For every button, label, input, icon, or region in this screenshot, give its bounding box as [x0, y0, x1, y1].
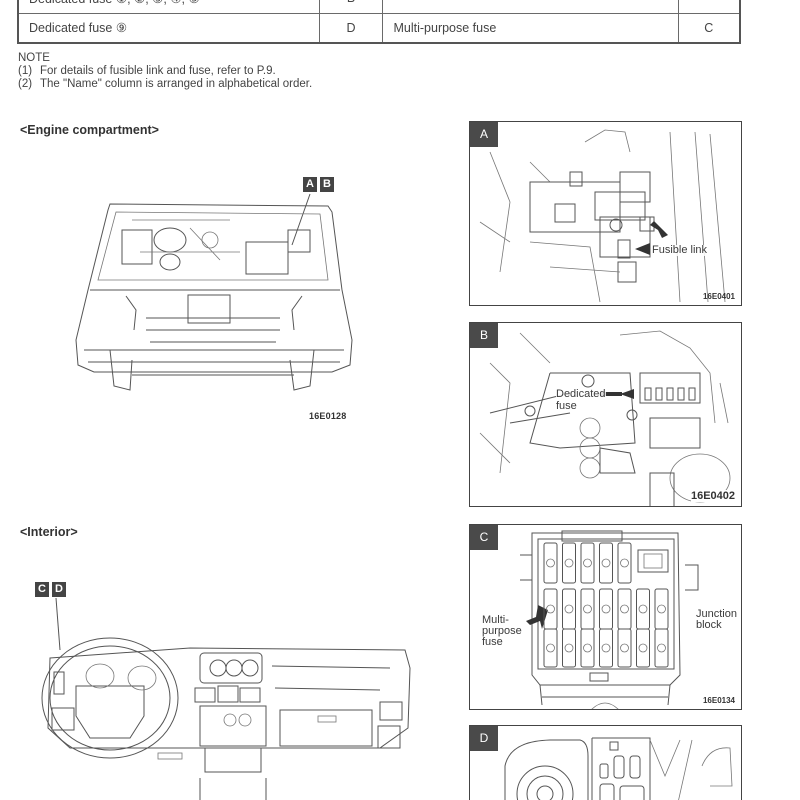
dedicated-fuse-label-line2: fuse [556, 400, 577, 412]
interior-dashboard-illustration [41, 598, 411, 800]
figure-code: 16E0401 [702, 292, 735, 301]
panel-tag: C [470, 525, 498, 550]
fuse-slot [599, 628, 613, 668]
fuse-slot [543, 542, 558, 584]
fuse-slot [562, 542, 576, 584]
multi-purpose-fuse-label-3: fuse [482, 636, 503, 648]
figure-code: 16E0402 [690, 490, 735, 502]
fuse-slot [617, 628, 632, 668]
fuse-number-marker [583, 643, 592, 653]
note-number: (1) [18, 65, 33, 77]
panel-tag: D [470, 726, 498, 751]
table-cell-name: Dedicated fuse ⑨ [17, 12, 320, 44]
fuse-number-marker [583, 604, 592, 614]
fuse-number-marker [657, 604, 666, 614]
note-item: (2) The "Name" column is arranged in alp… [18, 78, 312, 91]
fuse-slot [636, 588, 650, 630]
notes-block: NOTE (1) For details of fusible link and… [18, 52, 312, 91]
fuse-number-marker [546, 604, 555, 614]
fuse-number-marker [601, 558, 611, 568]
fuse-slot [599, 542, 613, 584]
panel-tag: A [470, 122, 498, 147]
table-cell-location: B [318, 0, 384, 14]
interior-heading: <Interior> [20, 525, 78, 539]
fuse-number-marker [620, 558, 629, 568]
fuse-number-marker [638, 643, 648, 653]
fuse-slot [580, 588, 595, 630]
fuse-number-marker [546, 643, 555, 653]
dedicated-fuse-label-line1: Dedicated [556, 388, 606, 400]
note-item: (1) For details of fusible link and fuse… [18, 65, 312, 78]
fuse-slot [599, 588, 613, 630]
location-badge-a: A [303, 177, 317, 192]
table-cell-name: Dedicated fuse ①, ②, ③, ④, ⑤ [17, 0, 320, 14]
fuse-slot [654, 588, 669, 630]
table-cell-location: D [318, 12, 384, 44]
junction-block-label-2: block [696, 619, 722, 631]
engine-location-badges: A B [303, 177, 337, 192]
fuse-slot [654, 628, 669, 668]
fuse-number-marker [564, 643, 574, 653]
dedicated-fuse-illustration [479, 330, 731, 506]
table-cell-name: Multi-purpose fuse [382, 12, 679, 44]
fuse-slot [580, 542, 595, 584]
fusible-link-label: Fusible link [652, 244, 708, 256]
fuse-number-marker [583, 558, 592, 568]
detail-panel-b: B Dedicated fuse 16E0402 [469, 322, 742, 507]
note-text: For details of fusible link and fuse, re… [40, 65, 276, 77]
fuse-slot [617, 542, 632, 584]
fuse-number-marker [546, 558, 555, 568]
fuse-slot [636, 628, 650, 668]
location-badge-b: B [320, 177, 334, 192]
engine-compartment-illustration [75, 193, 353, 391]
fuse-location-table: Dedicated fuse ①, ②, ③, ④, ⑤ B Dedicated… [17, 0, 741, 44]
fuse-number-marker [638, 604, 648, 614]
figure-code: 16E0134 [702, 696, 735, 705]
fuse-slot [543, 628, 558, 668]
fuse-number-marker [657, 643, 666, 653]
notes-heading: NOTE [18, 52, 50, 64]
fuse-number-marker [620, 643, 629, 653]
table-row: Dedicated fuse ①, ②, ③, ④, ⑤ B [17, 0, 741, 14]
fuse-slot [562, 628, 576, 668]
figure-code: 16E0128 [309, 411, 347, 421]
multi-purpose-fuse-label-1: Multi- [482, 614, 509, 626]
detail-panel-a: A Fusible link 16E0401 [469, 121, 742, 306]
fuse-slot [562, 588, 576, 630]
table-cell-location: C [677, 12, 741, 44]
dedicated-fuse-d-illustration [504, 737, 733, 800]
fuse-number-marker [564, 558, 574, 568]
note-number: (2) [18, 78, 33, 90]
fuse-slot [617, 588, 632, 630]
table-row: Dedicated fuse ⑨ D Multi-purpose fuse C [17, 12, 741, 44]
note-text: The "Name" column is arranged in alphabe… [40, 78, 313, 90]
fuse-number-marker [620, 604, 629, 614]
fusible-link-illustration [479, 129, 726, 303]
fuse-number-marker [564, 604, 574, 614]
panel-tag: B [470, 323, 498, 348]
table-cell-location [677, 0, 741, 14]
detail-panel-c: C Multi- purpose fuse Junction block 16E… [469, 524, 742, 710]
table-cell-name [382, 0, 679, 14]
engine-compartment-heading: <Engine compartment> [20, 123, 159, 137]
detail-panel-d: D [469, 725, 742, 800]
fuse-number-marker [601, 643, 611, 653]
location-badge-c: C [35, 582, 49, 597]
interior-location-badges: C D [35, 582, 69, 597]
fuse-slot [580, 628, 595, 668]
location-badge-d: D [52, 582, 66, 597]
multi-purpose-fuse-label-2: purpose [482, 625, 522, 637]
fuse-number-marker [601, 604, 611, 614]
junction-block-label-1: Junction [696, 608, 737, 620]
junction-block-illustration [520, 530, 699, 709]
